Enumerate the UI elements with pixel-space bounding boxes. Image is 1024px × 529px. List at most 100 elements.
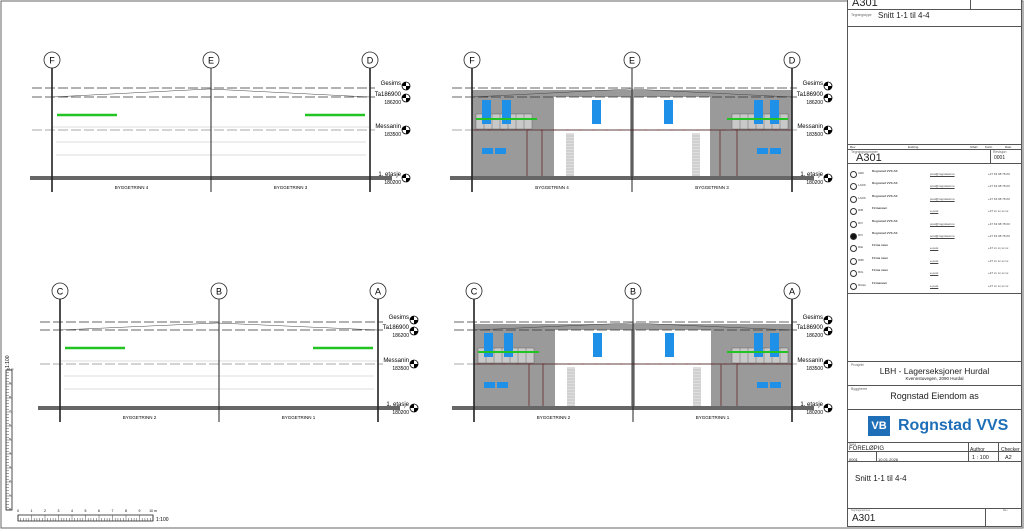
roof-truss	[51, 88, 371, 98]
contact-row: ARK Rognstad VVS AS post@rognstad.no +47…	[848, 169, 1021, 183]
stair	[693, 367, 701, 407]
contact-row: RIB Firmanavn e-post +47 xx xx xx xx	[848, 206, 1021, 220]
contact-phone: +47 xx xx xx xx	[988, 246, 1009, 251]
horizontal-scale-label: 1:100	[156, 517, 169, 523]
level-marker-fill	[402, 126, 410, 134]
level-name: Gesims	[381, 81, 401, 87]
level-marker-fill	[824, 174, 832, 182]
window	[754, 100, 763, 124]
level-marker-fill	[824, 94, 832, 102]
contact-email[interactable]: e-post	[930, 283, 939, 288]
level-name: 1. etasje	[800, 172, 823, 178]
contact-email[interactable]: post@rognstad.no	[930, 221, 955, 226]
checked-by: Checker	[1001, 447, 1020, 453]
contact-company: Firmanavn	[872, 280, 888, 285]
grid-label: C	[57, 287, 64, 297]
construction-stage-label: BYGGETRINN 3	[695, 185, 729, 190]
window	[502, 100, 511, 124]
drawing-number-cell: Tegningsnummer A301 Revisjon 0001	[848, 150, 1021, 164]
grid-bubble	[361, 51, 379, 69]
contact-company: Rognstad VVS AS	[872, 169, 898, 173]
contact-row: LARK Rognstad VVS AS post@rognstad.no +4…	[848, 181, 1021, 195]
grid-label: D	[367, 56, 374, 66]
status-label: Status	[849, 443, 857, 446]
contact-row: RIV Rognstad VVS AS post@rognstad.no +47…	[848, 231, 1021, 245]
window	[484, 333, 493, 357]
status: FORELØPIG	[849, 446, 885, 452]
contact-email[interactable]: e-post	[930, 209, 939, 214]
grid-bubble	[210, 282, 228, 300]
client-cell: Byggherre Rognstad Eiendom as	[848, 386, 1021, 410]
drawing-type-cell: Tegningstype Snitt 1-1 til 4-4	[848, 10, 1021, 27]
contact-email[interactable]: e-post	[930, 258, 939, 263]
top-number-cell: A301	[848, 0, 1021, 10]
revision-label: Revisjon	[993, 150, 1007, 154]
scale-tick-label: 7	[9, 409, 11, 413]
footer-rev-label: Rev	[1003, 509, 1008, 512]
level-marker-fill	[402, 94, 410, 102]
contact-email[interactable]: post@rognstad.no	[930, 172, 955, 176]
grid-bubble	[624, 282, 642, 300]
construction-stage-label: BYGGETRINN 1	[696, 415, 730, 420]
contact-email[interactable]: e-post	[930, 246, 939, 251]
window	[770, 100, 779, 124]
contact-phone: +47 xx xx xx xx	[988, 283, 1009, 288]
rev-header-checked: Kontr.	[985, 145, 993, 149]
footer-label: Tegningsnummer	[851, 509, 871, 512]
scale-tick-label: 10 m	[149, 509, 157, 513]
scale-tick-label: 8	[125, 509, 127, 513]
contact-email[interactable]: post@rognstad.no	[930, 234, 955, 238]
grid-label: A	[375, 287, 381, 297]
scale-tick-label: 1	[31, 509, 33, 513]
contact-email[interactable]: post@rognstad.no	[930, 196, 955, 201]
project-info-row: 0001 10.01.2026 1 : 100 A2	[848, 452, 1021, 462]
level-elevation: 183500	[384, 132, 401, 138]
scale-tick-label: 10 m	[7, 367, 14, 371]
vertical-scale-label: 1:100	[5, 355, 11, 368]
grid-label: E	[629, 56, 635, 66]
level-name: Messanin	[383, 358, 409, 364]
scale-tick-label: 9	[139, 509, 141, 513]
contact-status-icon	[850, 282, 857, 290]
contact-company: Firma navn	[872, 268, 889, 273]
grid-bubble	[463, 51, 481, 69]
level-marker-fill	[410, 404, 418, 412]
window	[592, 100, 601, 124]
level-name: Ta186900	[375, 92, 402, 98]
window	[495, 148, 506, 154]
project-number: 0001	[849, 457, 858, 462]
contact-status-icon	[850, 257, 857, 265]
grid-bubble	[783, 51, 801, 69]
window	[770, 148, 781, 154]
contact-status-icon	[850, 208, 857, 216]
scale-tick-label: 4	[71, 509, 73, 513]
contact-company: Firma navn	[872, 255, 889, 260]
contact-code: RIV	[858, 233, 864, 237]
contact-email[interactable]: post@rognstad.no	[930, 184, 955, 189]
level-marker-fill	[824, 360, 832, 368]
level-name: Gesims	[803, 81, 823, 87]
drawing-type-label: Tegningstype	[851, 13, 872, 17]
window	[484, 382, 495, 388]
level-elevation: 183500	[806, 366, 823, 372]
level-marker-fill	[824, 126, 832, 134]
contact-row: RIBr Firma navn e-post +47 xx xx xx xx	[848, 256, 1021, 270]
grid-label: D	[789, 56, 796, 66]
notes-area	[848, 27, 1021, 145]
revision-header: Rev Endring Utført Kontr. Dato	[848, 145, 1021, 150]
level-marker-fill	[402, 174, 410, 182]
contact-status-icon	[850, 220, 857, 228]
contact-company: Firma navn	[872, 243, 889, 248]
contact-status-icon	[850, 171, 857, 178]
contact-status-icon	[850, 233, 857, 240]
contact-email[interactable]: e-post	[930, 271, 939, 276]
rev-header-date: Dato	[1005, 145, 1012, 149]
contact-company: Firmanavn	[872, 206, 888, 211]
contact-code: RIAku	[858, 282, 867, 287]
grid-label: F	[49, 56, 55, 66]
